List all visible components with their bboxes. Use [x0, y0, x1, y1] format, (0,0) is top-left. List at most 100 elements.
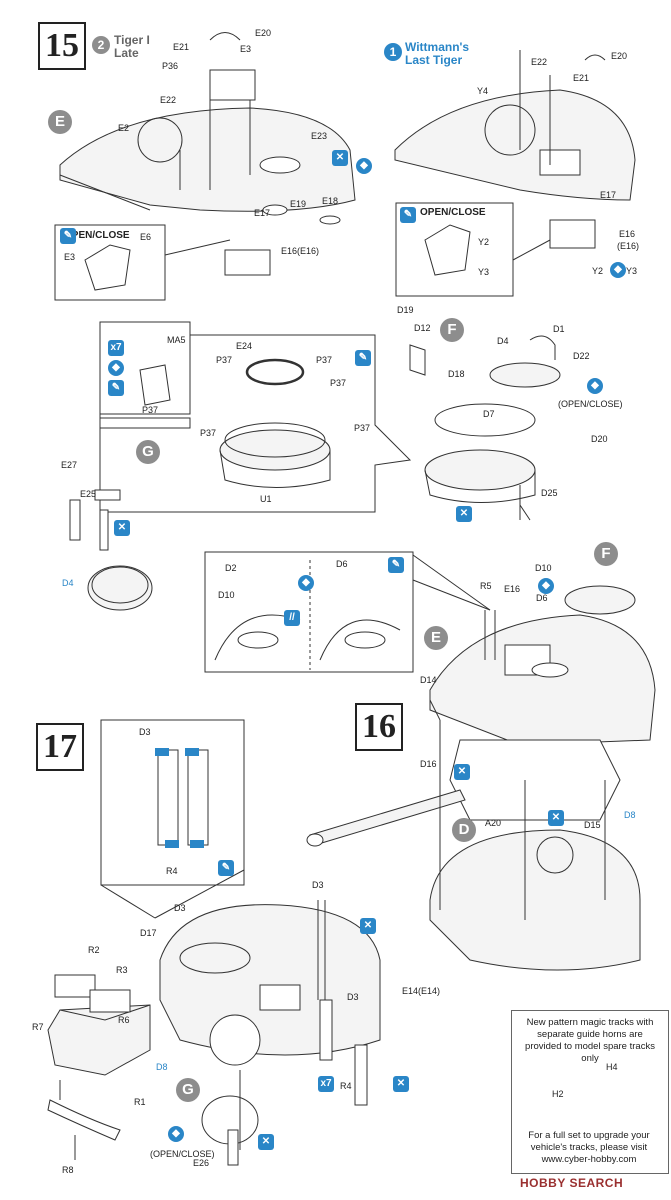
section-f-badge-2: F	[594, 542, 618, 566]
step-16-number: 16	[355, 703, 403, 751]
part-E6: E6	[140, 232, 152, 242]
part-E24: E24	[236, 341, 253, 351]
part-MA5: MA5	[167, 335, 186, 345]
glue-icon-2: ✕	[456, 506, 472, 522]
part-D8: D8	[624, 810, 636, 820]
paint-icon-5: ✎	[388, 557, 404, 573]
part-D14: D14	[420, 675, 437, 685]
part-R7: R7	[32, 1022, 44, 1032]
paint-icon: ✎	[60, 228, 76, 244]
section-e-badge: E	[48, 110, 72, 134]
open-close-paren-label: (OPEN/CLOSE)	[558, 399, 623, 409]
track-note-box: New pattern magic tracks with separate g…	[511, 1010, 669, 1174]
part-E17-right: E17	[600, 190, 617, 200]
glue-icon-3: ✕	[114, 520, 130, 536]
part-D18: D18	[448, 369, 465, 379]
open-close-label-right: OPEN/CLOSE	[420, 207, 486, 218]
part-E22-right: E22	[531, 57, 548, 67]
part-D3-a: D3	[174, 903, 186, 913]
glue-icon: ✕	[332, 150, 348, 166]
part-D4-g: D4	[62, 578, 74, 588]
part-D25: D25	[541, 488, 558, 498]
part-D19: D19	[397, 305, 414, 315]
part-P37-e: P37	[330, 378, 347, 388]
paint-icon-2: ✎	[400, 207, 416, 223]
part-P37-inset: P37	[142, 405, 159, 415]
part-D8-s17: D8	[156, 1062, 168, 1072]
part-D4: D4	[497, 336, 509, 346]
part-D10: D10	[218, 590, 235, 600]
open-close-label-left: OPEN/CLOSE	[64, 230, 130, 241]
part-Y3-right: Y3	[626, 266, 638, 276]
part-E20-right: E20	[611, 51, 628, 61]
part-R5: R5	[480, 581, 492, 591]
part-D15: D15	[584, 820, 601, 830]
part-D20: D20	[591, 434, 608, 444]
part-E21: E21	[173, 42, 190, 52]
part-E21-right: E21	[573, 73, 590, 83]
part-A20: A20	[485, 818, 502, 828]
track-note-url[interactable]: www.cyber-hobby.com	[541, 1154, 637, 1165]
section-e-badge-2: E	[424, 626, 448, 650]
multiplier-icon-2: x7	[318, 1076, 334, 1092]
open-close-paren-label-2: (OPEN/CLOSE)	[150, 1149, 215, 1159]
variant-1-badge: 1	[384, 43, 402, 61]
section-f-badge: F	[440, 318, 464, 342]
rotate-icon-6: ◆	[538, 578, 554, 594]
part-E17: E17	[254, 208, 271, 218]
part-E26: E26	[193, 1158, 210, 1168]
part-H4: H4	[606, 1062, 618, 1072]
part-Y3-inset: Y3	[478, 267, 490, 277]
section-g-badge-2: G	[176, 1078, 200, 1102]
part-D6-s16: D6	[536, 593, 548, 603]
part-D17: D17	[140, 928, 157, 938]
part-D22: D22	[573, 351, 590, 361]
multiplier-icon: x7	[108, 340, 124, 356]
part-R2: R2	[88, 945, 100, 955]
part-E3-inset: E3	[64, 252, 76, 262]
part-P37-c: P37	[200, 428, 217, 438]
glue-icon-6: ✕	[360, 918, 376, 934]
part-U1: U1	[260, 494, 272, 504]
part-R1: R1	[134, 1097, 146, 1107]
part-D12: D12	[414, 323, 431, 333]
paint-icon-6: ✎	[218, 860, 234, 876]
part-P37-b: P37	[316, 355, 333, 365]
part-D16: D16	[420, 759, 437, 769]
part-Y2-right: Y2	[592, 266, 604, 276]
part-E27: E27	[61, 460, 78, 470]
section-d-badge: D	[452, 818, 476, 842]
part-E22: E22	[160, 95, 177, 105]
part-P37-d: P37	[354, 423, 371, 433]
part-E3: E3	[240, 44, 252, 54]
section-g-badge: G	[136, 440, 160, 464]
part-D1: D1	[553, 324, 565, 334]
part-D7: D7	[483, 409, 495, 419]
rotate-icon: ◆	[356, 158, 372, 174]
step-17-number: 17	[36, 723, 84, 771]
part-R4-inset: R4	[166, 866, 178, 876]
rotate-icon-7: ◆	[168, 1126, 184, 1142]
glue-icon-4: ✕	[454, 764, 470, 780]
part-E18: E18	[322, 196, 339, 206]
step-15-number: 15	[38, 22, 86, 70]
part-R4-s17: R4	[340, 1081, 352, 1091]
stripes-icon: //	[284, 610, 300, 626]
part-D10-s16: D10	[535, 563, 552, 573]
glue-icon-8: ✕	[258, 1134, 274, 1150]
part-E16-right: E16	[619, 229, 636, 239]
glue-icon-5: ✕	[548, 810, 564, 826]
part-Y2-inset: Y2	[478, 237, 490, 247]
paint-icon-4: ✎	[355, 350, 371, 366]
part-E19: E19	[290, 199, 307, 209]
part-Y4: Y4	[477, 86, 489, 96]
paint-icon-3: ✎	[108, 380, 124, 396]
rotate-icon-3: ◆	[108, 360, 124, 376]
part-P36: P36	[162, 61, 179, 71]
part-E23: E23	[311, 131, 328, 141]
part-H2: H2	[552, 1089, 564, 1099]
part-E14: E14(E14)	[402, 986, 441, 996]
part-D3-inset: D3	[139, 727, 151, 737]
